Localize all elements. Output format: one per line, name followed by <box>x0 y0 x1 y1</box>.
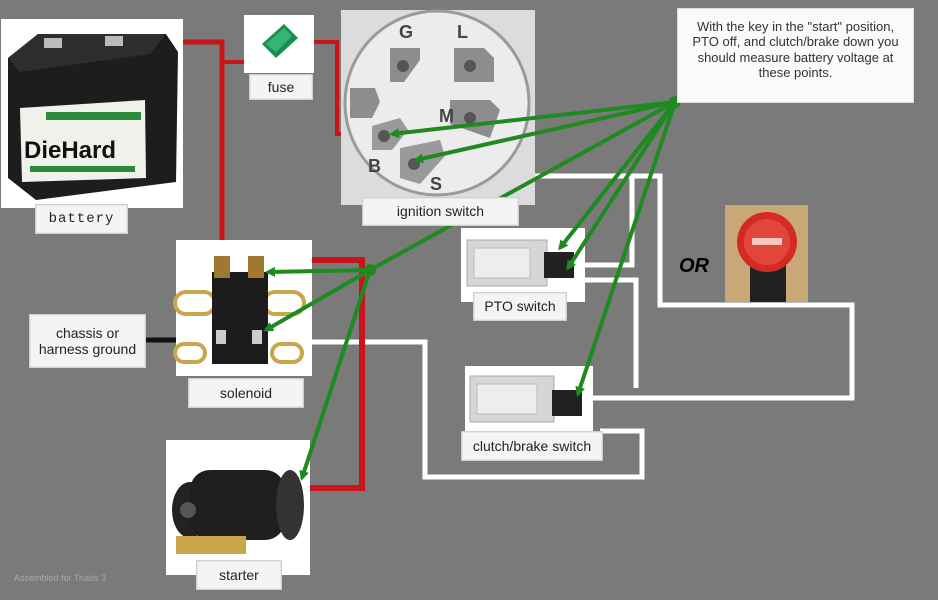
terminal-g: G <box>399 22 413 42</box>
clutch-brake-switch-image <box>465 366 593 434</box>
battery-label: battery <box>35 204 128 234</box>
arrow-to-pto-out <box>566 100 677 271</box>
fuse-label: fuse <box>249 74 313 100</box>
pto-switch-image <box>461 228 585 302</box>
ignition-switch-image <box>341 9 535 205</box>
arrow-to-solenoid-hub <box>369 100 676 272</box>
arrow-to-solenoid-side <box>263 268 371 332</box>
terminal-m: M <box>439 106 454 126</box>
ignition-terminal-letters: G L M B S <box>368 22 468 194</box>
terminal-l: L <box>457 22 468 42</box>
white-wire-pto-to-clutch <box>575 277 639 388</box>
white-wire-solenoid-to-clutch <box>262 339 645 480</box>
battery-brand-text: DieHard <box>24 137 116 164</box>
white-wires <box>262 173 855 480</box>
clutch-brake-switch-label: clutch/brake switch <box>461 431 603 461</box>
measurement-arrows <box>263 100 677 481</box>
or-label: OR <box>679 255 709 277</box>
arrow-to-pto-in <box>558 100 677 251</box>
starter-image <box>166 440 310 575</box>
pto-switch-label: PTO switch <box>473 292 567 321</box>
arrow-to-starter <box>299 269 372 481</box>
alt-pto-switch-image <box>725 205 808 302</box>
arrow-to-ignition-s <box>413 100 676 164</box>
ignition-switch-label: ignition switch <box>362 197 519 226</box>
arrow-to-solenoid-top <box>265 266 371 277</box>
battery-image: DieHard <box>1 19 183 208</box>
fuse-image <box>244 15 314 73</box>
starter-label: starter <box>196 560 282 590</box>
terminal-s: S <box>430 174 442 194</box>
arrow-to-ignition-b <box>389 100 676 139</box>
solenoid-image <box>173 240 312 376</box>
watermark: Assembled for Triads 3 <box>14 573 107 583</box>
arrow-to-clutch-switch <box>575 101 677 397</box>
instruction-note: With the key in the "start" position, PT… <box>677 8 914 103</box>
chassis-ground-label: chassis or harness ground <box>29 314 146 368</box>
arrow-hub-dot <box>364 264 376 276</box>
terminal-b: B <box>368 156 381 176</box>
solenoid-label: solenoid <box>188 378 304 408</box>
white-wire-s-loop <box>590 173 855 401</box>
